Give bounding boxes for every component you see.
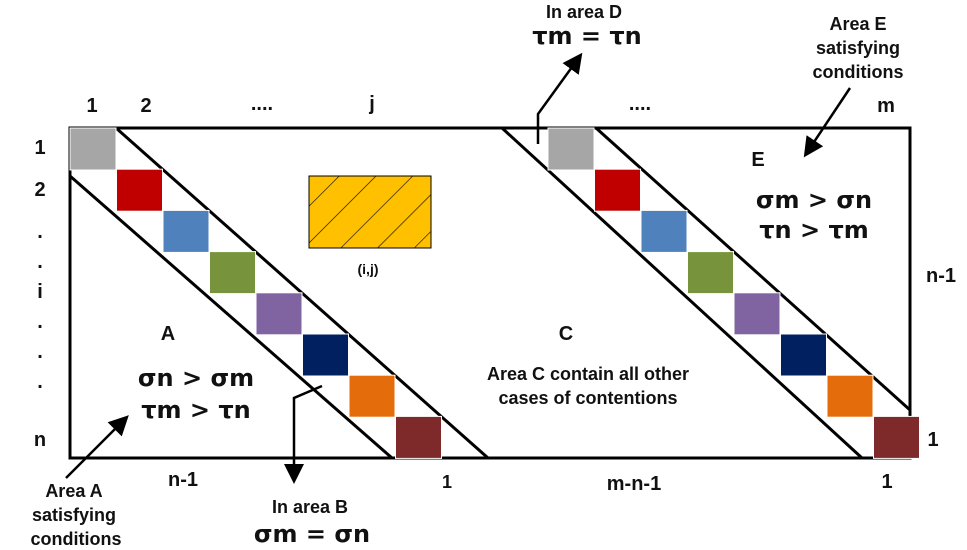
col-label-dots-1: .... bbox=[251, 93, 273, 115]
area-a-callout-line-3: conditions bbox=[31, 529, 122, 549]
area-e-callout-arrow bbox=[803, 87, 852, 158]
row-label-dot-2: . bbox=[37, 251, 43, 273]
cell-ij-label: (i,j) bbox=[358, 261, 379, 277]
area-e-letter: E bbox=[751, 149, 764, 171]
row-label-dot-4: . bbox=[37, 341, 43, 363]
row-label-i: i bbox=[37, 281, 43, 303]
area-d-callout: In area D bbox=[546, 2, 622, 22]
col-label-m: m bbox=[877, 95, 895, 117]
area-d-relation: τm = τn bbox=[532, 22, 642, 50]
area-a-letter: A bbox=[161, 323, 175, 345]
diagonal-squares-left bbox=[69, 127, 442, 459]
area-a-callout-arrow bbox=[65, 415, 129, 479]
band-right-bottom-line bbox=[500, 126, 864, 460]
diagonal-square-left-8 bbox=[395, 415, 442, 459]
row-label-2: 2 bbox=[34, 179, 45, 201]
col-label-j: j bbox=[368, 93, 375, 115]
area-a-callout-line-2: satisfying bbox=[32, 505, 116, 525]
area-e-sigma-relation: σm > σn bbox=[756, 186, 872, 214]
col-label-2: 2 bbox=[140, 95, 151, 117]
row-label-1: 1 bbox=[34, 137, 45, 159]
diagonal-square-left-5 bbox=[255, 292, 303, 336]
area-c-desc-line-2: cases of contentions bbox=[498, 388, 677, 408]
band-left-bottom-line bbox=[69, 174, 393, 460]
area-e-callout-line-2: satisfying bbox=[816, 38, 900, 58]
diagonal-square-right-8 bbox=[873, 415, 920, 459]
diagonal-square-left-3 bbox=[162, 209, 210, 253]
diagonal-square-right-7 bbox=[826, 374, 874, 418]
area-c-letter: C bbox=[559, 323, 573, 345]
row-label-n: n bbox=[34, 429, 46, 451]
bottom-label-1b: 1 bbox=[881, 471, 892, 493]
area-e-callout-line-1: Area E bbox=[829, 14, 886, 34]
diagonal-square-right-1 bbox=[547, 127, 595, 171]
diagonal-square-right-3 bbox=[640, 209, 688, 253]
bottom-label-m-n-1: m-n-1 bbox=[607, 473, 661, 495]
diagonal-square-left-1 bbox=[69, 127, 117, 171]
area-b-callout: In area B bbox=[272, 497, 348, 517]
diagonal-square-right-6 bbox=[780, 333, 827, 377]
area-e-tau-relation: τn > τm bbox=[759, 216, 869, 244]
diagonal-square-left-7 bbox=[348, 374, 396, 418]
right-label-n-minus-1: n-1 bbox=[926, 265, 956, 287]
area-c-desc-line-1: Area C contain all other bbox=[487, 364, 689, 384]
area-b-relation: σm = σn bbox=[254, 520, 370, 548]
area-e-callout-line-3: conditions bbox=[813, 62, 904, 82]
bottom-label-1a: 1 bbox=[442, 472, 452, 492]
row-label-dot-3: . bbox=[37, 311, 43, 333]
area-a-tau-relation: τm > τn bbox=[141, 396, 251, 424]
diagonal-square-left-4 bbox=[209, 251, 256, 295]
right-label-1: 1 bbox=[927, 429, 938, 451]
col-label-1: 1 bbox=[86, 95, 97, 117]
col-label-dots-2: .... bbox=[629, 93, 651, 115]
diagonal-square-left-6 bbox=[302, 333, 349, 377]
area-d-callout-arrow bbox=[536, 52, 583, 144]
cell-ij-hatch bbox=[309, 176, 431, 248]
diagonal-square-left-2 bbox=[116, 168, 163, 212]
diagonal-squares-right bbox=[547, 127, 920, 459]
area-a-callout-line-1: Area A bbox=[45, 481, 102, 501]
diagonal-square-right-5 bbox=[733, 292, 781, 336]
bottom-label-n-minus-1: n-1 bbox=[168, 469, 198, 491]
row-label-dot-5: . bbox=[37, 371, 43, 393]
diagonal-square-right-2 bbox=[594, 168, 641, 212]
area-b-callout-arrow bbox=[284, 384, 323, 484]
area-a-sigma-relation: σn > σm bbox=[138, 364, 254, 392]
row-label-dot-1: . bbox=[37, 221, 43, 243]
band-right-top-line bbox=[594, 126, 912, 412]
diagonal-square-right-4 bbox=[687, 251, 734, 295]
